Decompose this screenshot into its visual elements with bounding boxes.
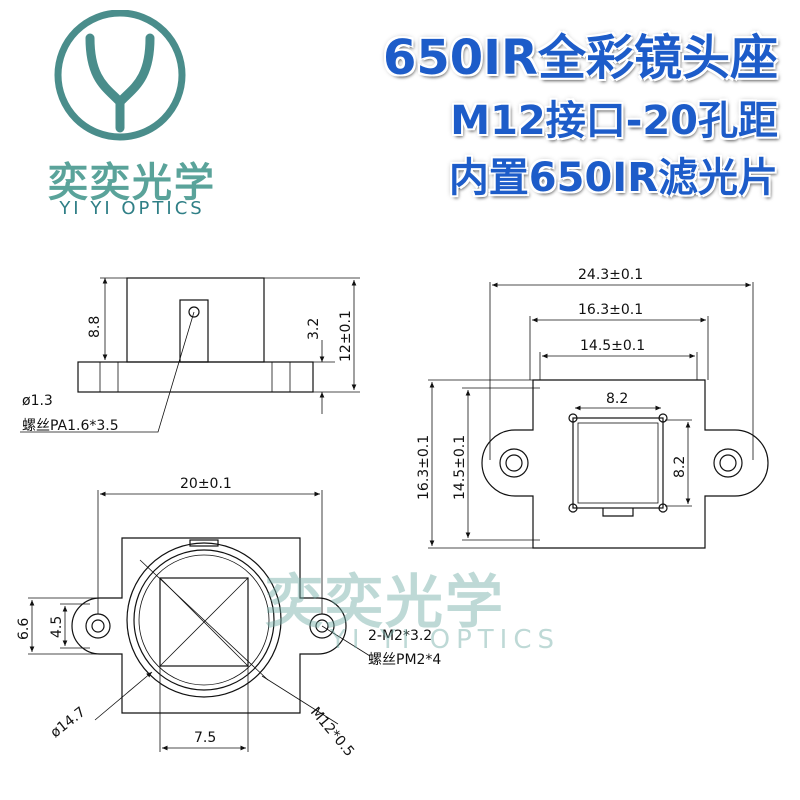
front-callout-screw-holes: 2-M2*3.2 <box>368 628 432 644</box>
back-dim-width-inner: 14.5±0.1 <box>580 338 645 354</box>
back-dim-height-inner: 14.5±0.1 <box>452 435 468 500</box>
side-view-base <box>77 361 314 393</box>
front-view-barrel-outer <box>126 542 282 698</box>
side-view-hole <box>188 306 200 318</box>
side-view-body <box>126 277 265 363</box>
brand-name-cn: 奕奕光学 <box>48 160 216 206</box>
title-line-2: M12接口-20孔距 <box>450 98 778 144</box>
title-line-1: 650IR全彩镜头座 <box>382 30 778 86</box>
watermark-en: YI YI OPTICS <box>330 625 560 655</box>
front-dim-flange-h: 6.6 <box>16 618 32 640</box>
title-line-3: 内置650IR滤光片 <box>448 155 778 201</box>
side-view-pin <box>179 299 209 363</box>
side-dim-total: 12±0.1 <box>338 310 354 362</box>
side-callout-screw: 螺丝PA1.6*3.5 <box>22 418 119 434</box>
front-dim-thread: M12*0.5 <box>307 704 357 760</box>
back-view-sensor <box>572 417 664 509</box>
front-dim-diameter: ø14.7 <box>48 704 89 741</box>
back-dim-width-mid: 16.3±0.1 <box>578 302 643 318</box>
front-dim-hole-spacing: 20±0.1 <box>180 476 232 492</box>
watermark-cn: 奕奕光学 <box>265 568 506 636</box>
side-callout-hole: ø1.3 <box>22 393 53 409</box>
front-dim-square: 7.5 <box>194 730 216 746</box>
back-dim-sensor-w: 8.2 <box>606 391 628 407</box>
front-dim-hole-h: 4.5 <box>49 616 65 638</box>
brand-logo <box>54 10 186 141</box>
brand-name-en: YI YI OPTICS <box>59 198 205 219</box>
back-dim-sensor-h: 8.2 <box>672 456 688 478</box>
side-dim-base: 3.2 <box>306 318 322 340</box>
logo-ring <box>54 10 186 141</box>
logo-y-glyph <box>85 33 155 133</box>
side-view: 8.8 3.2 12±0.1 ø1.3 螺丝PA1.6*3.5 <box>20 277 360 434</box>
back-view-outline <box>481 379 769 549</box>
back-view: 24.3±0.1 16.3±0.1 14.5±0.1 8.2 8.2 16.3±… <box>416 267 769 549</box>
back-dim-height-outer: 16.3±0.1 <box>416 435 432 500</box>
front-view-outline <box>71 537 347 714</box>
back-dim-width-total: 24.3±0.1 <box>578 267 643 283</box>
front-view-square <box>159 577 249 667</box>
side-dim-height-top: 8.8 <box>87 316 103 338</box>
front-callout-screw: 螺丝PM2*4 <box>368 652 441 668</box>
